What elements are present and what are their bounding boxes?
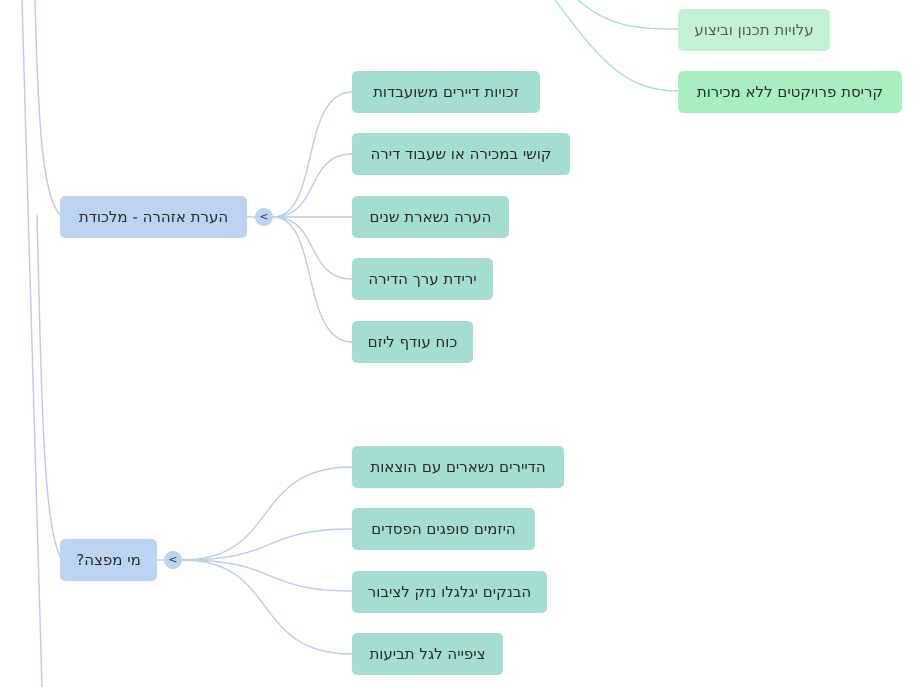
node-warning-trap[interactable]: הערת אזהרה - מלכודת [60, 196, 247, 238]
edge-compensation-2 [181, 528, 353, 561]
node-project-collapse[interactable]: קריסת פרויקטים ללא מכירות [678, 71, 902, 113]
node-planning-costs[interactable]: עלויות תכנון וביצוע [678, 9, 830, 51]
collapse-toggle-compensation[interactable]: < [164, 551, 182, 569]
edge-warning-5 [272, 216, 353, 343]
edge-compensation-4 [181, 559, 353, 655]
edge-top-1 [577, 0, 679, 30]
edge-compensation-1 [181, 466, 353, 561]
collapse-toggle-warning[interactable]: < [255, 208, 273, 226]
node-who-compensates[interactable]: מי מפצה? [60, 539, 157, 581]
trunk-line [21, 0, 43, 687]
node-tenants-expenses[interactable]: הדיירים נשארים עם הוצאות [352, 446, 564, 488]
node-lawsuit-wave[interactable]: ציפייה לגל תביעות [352, 633, 503, 675]
node-developers-losses[interactable]: היזמים סופגים הפסדים [352, 508, 535, 550]
edge-warning-2 [272, 153, 353, 218]
trunk-branch-warning [34, 0, 63, 218]
edge-top-2 [554, 0, 679, 92]
edge-warning-1 [272, 91, 353, 218]
edge-compensation-3 [181, 559, 353, 592]
trunk-branch-compensation [36, 214, 63, 561]
node-note-remains-years[interactable]: הערה נשארת שנים [352, 196, 509, 238]
edge-warning-4 [272, 216, 353, 280]
node-value-decline[interactable]: ירידת ערך הדירה [352, 258, 493, 300]
node-developer-power[interactable]: כוח עודף ליזם [352, 321, 473, 363]
node-difficulty-selling[interactable]: קושי במכירה או שעבוד דירה [352, 133, 570, 175]
node-tenant-rights-encumbered[interactable]: זכויות דיירים משועבדות [352, 71, 540, 113]
node-banks-pass-damage[interactable]: הבנקים יגלגלו נזק לציבור [352, 571, 547, 613]
